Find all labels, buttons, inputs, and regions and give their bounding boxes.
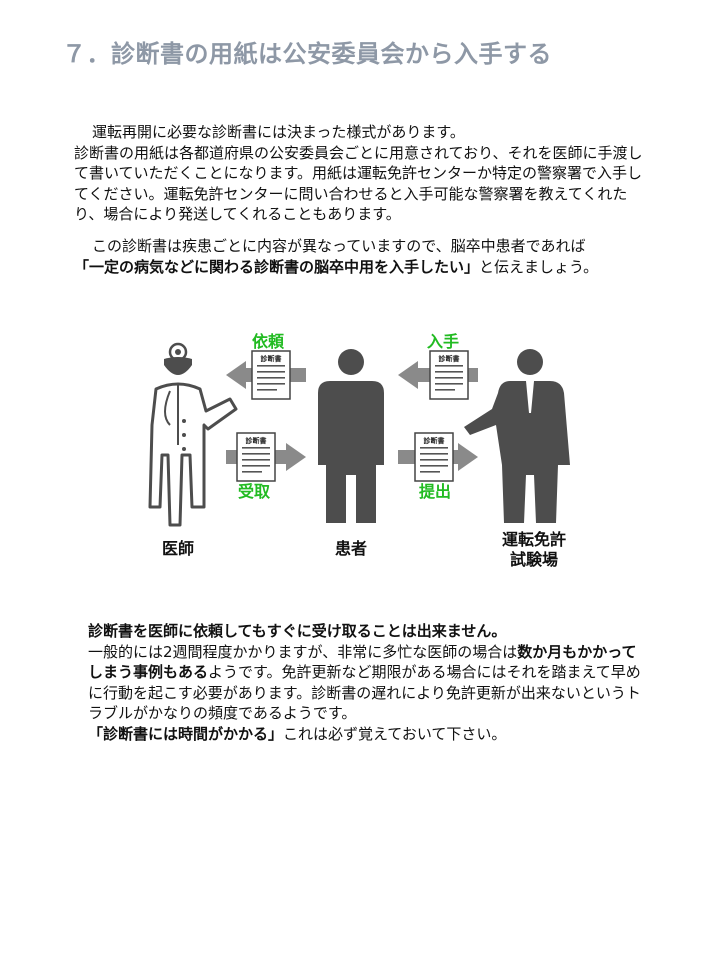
document-icon-1: 診断書: [251, 350, 291, 400]
para3-text-a: 一般的には2週間程度かかりますが、非常に多忙な医師の場合は: [88, 642, 518, 661]
para2-bold: 「一定の病気などに関わる診断書の脳卒中用を入手したい」: [74, 257, 480, 276]
label-receive: 受取: [238, 482, 270, 501]
center-staff-figure: [464, 349, 570, 523]
svg-text:診断書: 診断書: [261, 354, 282, 363]
doctor-figure: [148, 342, 238, 527]
para3-heading: 診断書を医師に依頼してもすぐに受け取ることは出来ません。: [88, 622, 507, 640]
para2-line1: この診断書は疾患ごとに内容が異なっていますので、脳卒中患者であれば: [92, 237, 586, 255]
para2-tail: と伝えましょう。: [479, 257, 599, 276]
label-submit: 提出: [419, 482, 451, 501]
document-icon-3: 診断書: [429, 350, 469, 400]
label-obtain: 入手: [427, 332, 459, 351]
paragraph-form-info: 運転再開に必要な診断書には決まった様式があります。 診断書の用紙は各都道府県の公…: [74, 122, 654, 225]
para1-line1: 運転再開に必要な診断書には決まった様式があります。: [92, 123, 465, 141]
label-request: 依頼: [252, 332, 285, 351]
svg-text:診断書: 診断書: [246, 436, 267, 445]
svg-text:診断書: 診断書: [424, 436, 445, 445]
paragraph-time-warning: 診断書を医師に依頼してもすぐに受け取ることは出来ません。 一般的には2週間程度か…: [88, 621, 648, 744]
para3-bold-a: 数か月もかかってしまう事例もある: [88, 642, 637, 682]
svg-text:診断書: 診断書: [439, 354, 460, 363]
para3-text-c: これは必ず覚えておいて下さい。: [283, 724, 507, 743]
patient-figure: [318, 349, 384, 523]
label-patient: 患者: [335, 539, 367, 558]
label-center-line2: 試験場: [510, 550, 558, 569]
paragraph-stroke-form: この診断書は疾患ごとに内容が異なっていますので、脳卒中患者であれば 「一定の病気…: [74, 236, 654, 277]
para1-line2: 診断書の用紙は各都道府県の公安委員会ごとに用意されており、それを医師に手渡して書…: [74, 143, 643, 224]
label-center-line1: 運転免許: [502, 530, 566, 549]
document-icon-2: 診断書: [236, 432, 276, 482]
para3-text-b: ようです。免許更新など期限がある場合にはそれを踏まえて早めに行動を起こす必要があ…: [88, 663, 641, 722]
page-title: ７．診断書の用紙は公安委員会から入手する: [62, 40, 552, 68]
label-doctor: 医師: [162, 539, 194, 558]
document-icon-4: 診断書: [414, 432, 454, 482]
para3-bold-b: 「診断書には時間がかかる」: [88, 724, 284, 743]
process-diagram: 診断書 診断書 診断書 診断書 依頼 受取 入手 提出 医師 患者 運転免許 試…: [148, 332, 570, 569]
